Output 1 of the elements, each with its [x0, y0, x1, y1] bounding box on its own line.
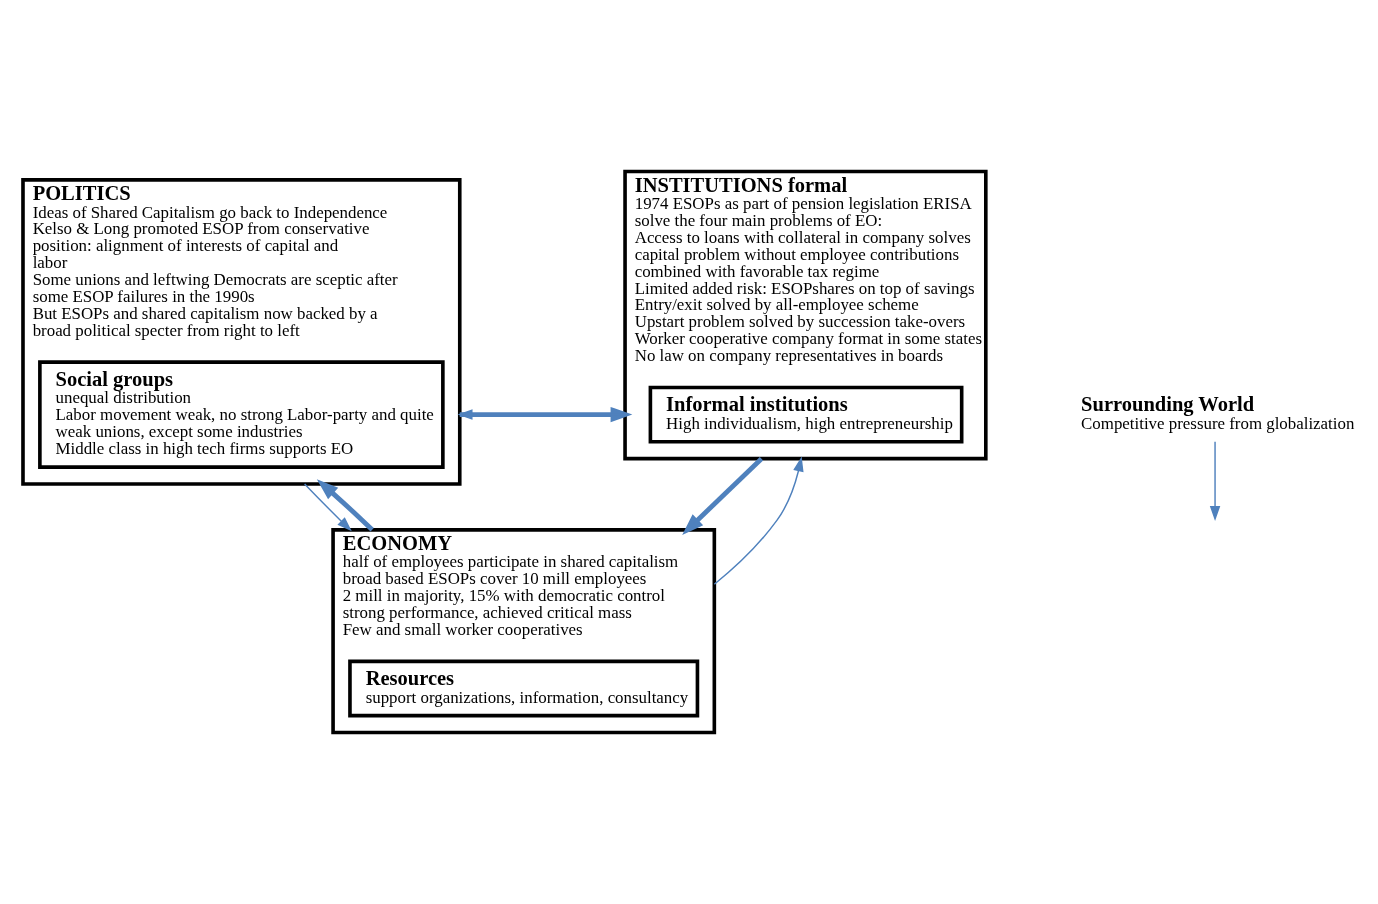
node-text: Surrounding World Competitive pressure from globalization [1081, 393, 1355, 433]
